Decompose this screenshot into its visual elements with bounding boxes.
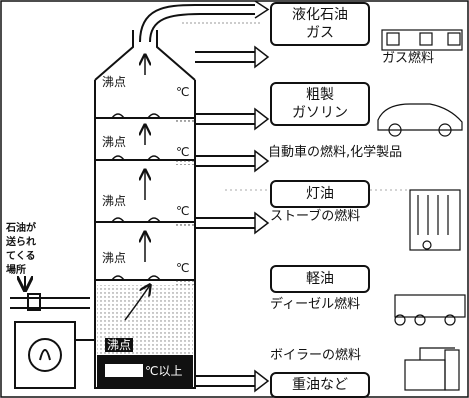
degree-label-bottom: ℃以上 [145,364,183,378]
product-kerosene-box: 灯油 [270,180,370,208]
product-kerosene-use: ストーブの燃料 [270,209,361,224]
degree-label-2: ℃ [176,145,190,159]
boiling-label-bottom: 沸点 [105,338,134,352]
boiling-label-2: 沸点 [102,135,127,149]
product-gasoline-use: 自動車の燃料,化学製品 [268,145,403,160]
feed-caption-3: てくる [6,251,36,262]
product-heavy-oil-box: 重油など [270,372,370,398]
product-diesel-box: 軽油 [270,265,370,293]
product-gasoline-box: 粗製 ガソリン [270,82,370,126]
boiling-label-1: 沸点 [102,75,127,89]
degree-label-1: ℃ [176,85,190,99]
product-lpg-box: 液化石油 ガス [270,2,370,46]
feed-caption-4: 場所 [6,265,26,276]
degree-label-3: ℃ [176,204,190,218]
feed-caption-1: 石油が [6,223,36,234]
product-diesel-use: ディーゼル燃料 [270,297,361,312]
boiling-label-4: 沸点 [102,251,127,265]
feed-caption-2: 送られ [6,237,36,248]
product-lpg-use: ガス燃料 [382,51,435,66]
product-heavy-oil-use: ボイラーの燃料 [270,348,362,363]
boiling-label-3: 沸点 [102,194,127,208]
degree-label-4: ℃ [176,261,190,275]
